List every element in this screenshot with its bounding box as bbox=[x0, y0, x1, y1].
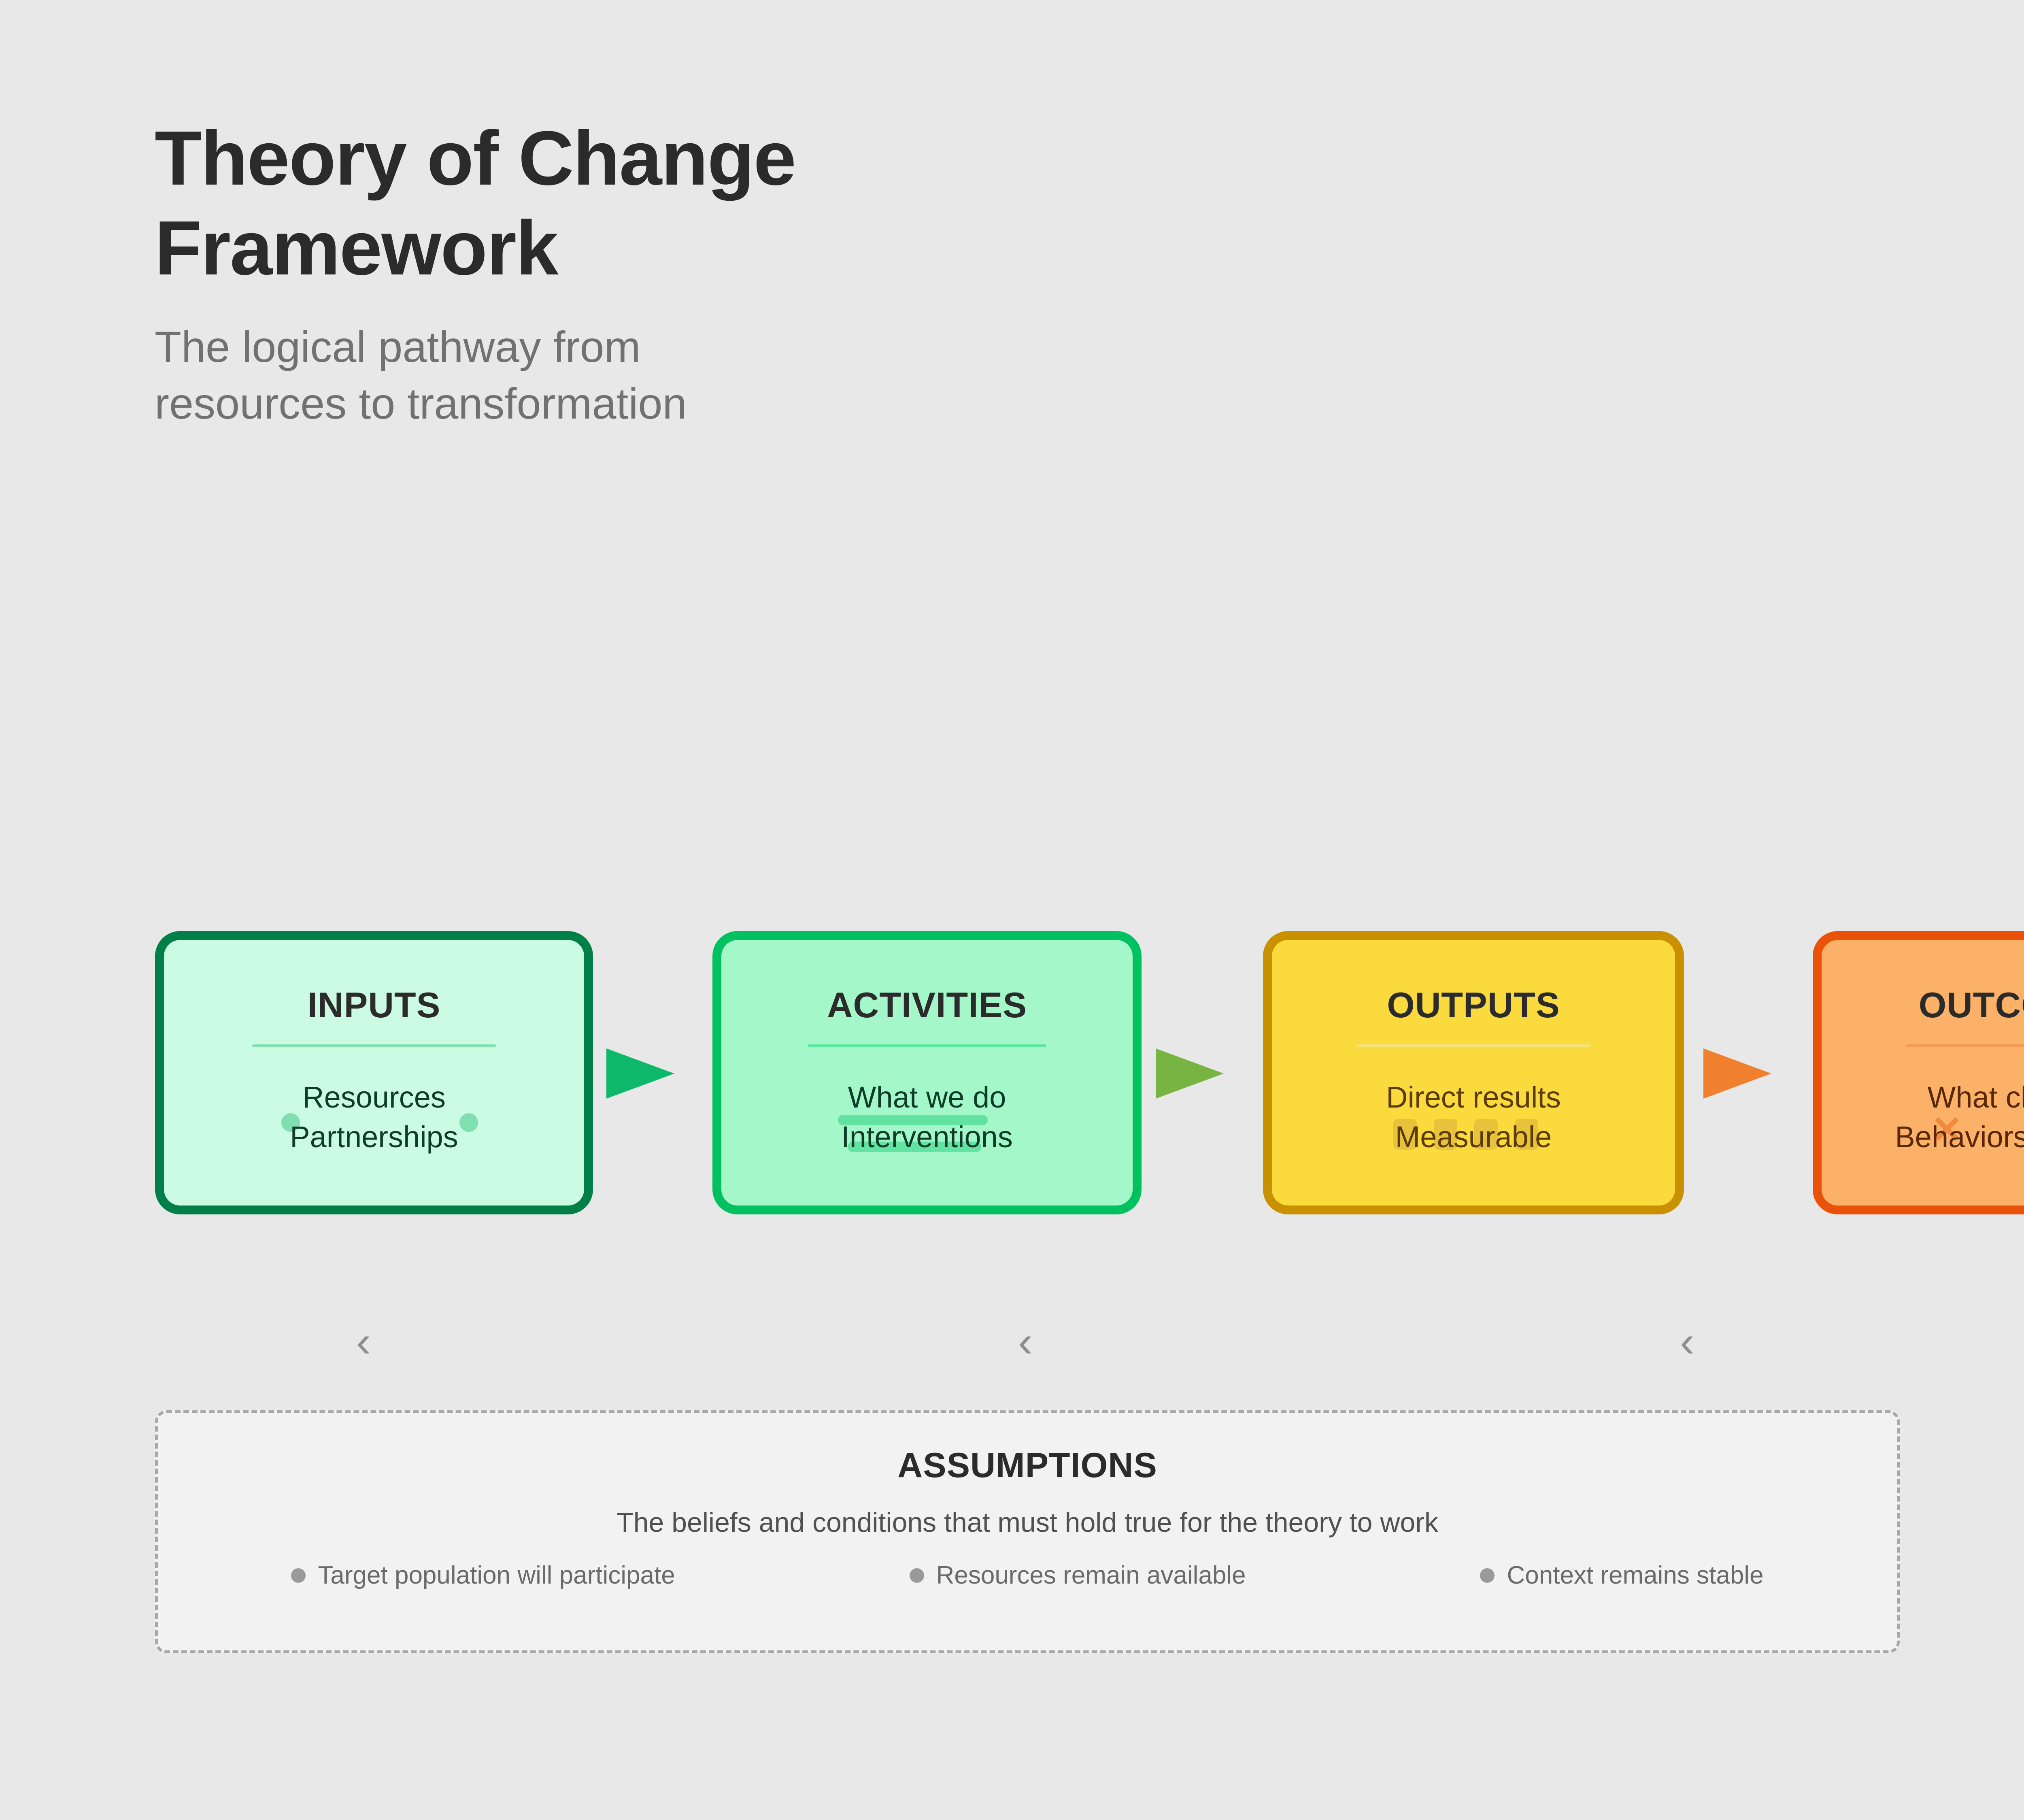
list-item: Target population will participate bbox=[291, 1561, 675, 1590]
page-header: Theory of Change Framework The logical p… bbox=[155, 113, 796, 432]
arrow-outputs-outcomes bbox=[1703, 1048, 1771, 1099]
stage-title-activities: ACTIVITIES bbox=[827, 985, 1027, 1025]
stage-divider bbox=[1356, 1044, 1590, 1047]
arrow-inputs-activities bbox=[606, 1048, 674, 1099]
bullet-dot-icon bbox=[909, 1568, 924, 1583]
stage-divider bbox=[808, 1044, 1046, 1047]
assumptions-title: ASSUMPTIONS bbox=[897, 1446, 1157, 1485]
stage-description-inputs: Resources Partnerships bbox=[290, 1080, 458, 1154]
stage-card-activities[interactable]: ACTIVITIES What we do Interventions bbox=[712, 931, 1142, 1214]
stage-divider bbox=[252, 1044, 496, 1047]
bullet-dot-icon bbox=[291, 1568, 306, 1583]
assumption-label: Target population will participate bbox=[318, 1561, 675, 1589]
list-item: Resources remain available bbox=[909, 1561, 1246, 1590]
assumption-label: Context remains stable bbox=[1507, 1561, 1764, 1589]
stage-title-outputs: OUTPUTS bbox=[1387, 985, 1560, 1025]
bullet-dot-icon bbox=[1480, 1568, 1495, 1583]
page-subtitle: The logical pathway from resources to tr… bbox=[155, 322, 687, 428]
page-title: Theory of Change Framework bbox=[155, 115, 796, 291]
feedback-loop-chevron-3: ‹ bbox=[1680, 1317, 1694, 1366]
stage-description-activities: What we do Interventions bbox=[841, 1080, 1013, 1154]
stage-divider bbox=[1906, 1044, 2024, 1047]
arrow-activities-outputs bbox=[1156, 1048, 1224, 1099]
stage-description-outputs: Direct results Measurable bbox=[1386, 1080, 1561, 1154]
stage-title-outcomes: OUTCOMES bbox=[1918, 985, 2024, 1025]
feedback-loop-chevron-2: ‹ bbox=[1018, 1317, 1033, 1366]
feedback-loop-chevron-1: ‹ bbox=[356, 1317, 371, 1366]
stage-card-outcomes[interactable]: ✕ ✕ OUTCOMES What changes Behaviors/Syst… bbox=[1813, 931, 2024, 1214]
assumptions-subtitle: The beliefs and conditions that must hol… bbox=[617, 1507, 1438, 1538]
assumptions-list: Target population will participate Resou… bbox=[158, 1561, 1897, 1590]
stage-card-inputs[interactable]: INPUTS Resources Partnerships bbox=[155, 931, 593, 1214]
stage-card-outputs[interactable]: OUTPUTS Direct results Measurable bbox=[1263, 931, 1684, 1214]
list-item: Context remains stable bbox=[1480, 1561, 1764, 1590]
assumptions-panel[interactable]: ASSUMPTIONS The beliefs and conditions t… bbox=[155, 1410, 1900, 1653]
stage-title-inputs: INPUTS bbox=[307, 985, 441, 1025]
stage-description-outcomes: What changes Behaviors/Systems bbox=[1895, 1080, 2024, 1154]
assumption-label: Resources remain available bbox=[936, 1561, 1246, 1589]
